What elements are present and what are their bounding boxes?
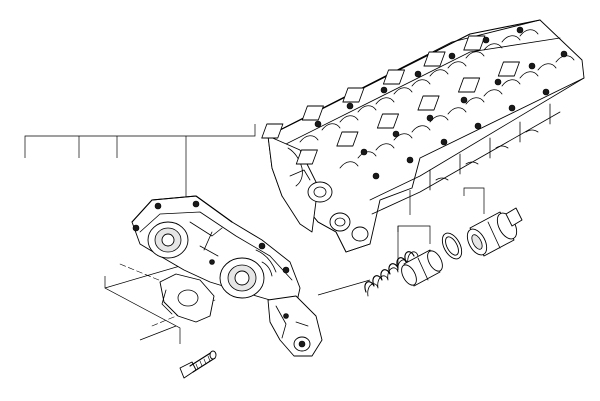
head-bore-1-inner — [313, 186, 327, 198]
vanos-top-edge — [131, 195, 233, 223]
vanos-bolt-6 — [209, 259, 215, 265]
head-top-edge — [267, 19, 541, 137]
head-bore-3 — [351, 226, 369, 242]
bolt-tip — [209, 350, 217, 360]
head-bore-1 — [307, 181, 333, 203]
callout-spring-left — [317, 279, 371, 296]
head-bore-2-inner — [334, 217, 346, 227]
cylinder-head — [261, 19, 585, 253]
callout-bolt — [104, 276, 181, 344]
bolt-shank-top — [189, 351, 213, 367]
bolt-shank-bottom — [192, 357, 216, 373]
vanos-bracket-bolt — [283, 313, 289, 319]
head-bore-2 — [329, 212, 351, 232]
spring-coils-back — [367, 251, 419, 297]
solenoid-valve — [466, 207, 523, 257]
vanos-adjustment-unit — [131, 195, 323, 357]
solenoid-face-left-inner — [471, 234, 483, 250]
vanos-rib-details — [189, 221, 223, 257]
mounting-bolt — [179, 350, 217, 379]
cylinder-head-body — [267, 19, 585, 253]
vanos-bracket-details — [275, 305, 309, 339]
camshaft-lobes — [299, 29, 575, 169]
vanos-actuator-left — [159, 273, 215, 323]
callout-solenoid — [463, 187, 485, 214]
head-end-detail — [287, 147, 303, 187]
solenoid-connector — [505, 207, 523, 227]
vanos-right-details — [255, 249, 277, 277]
vanos-bolt-5 — [282, 266, 290, 274]
bolt-head — [179, 361, 197, 379]
head-side-wall — [369, 77, 585, 215]
vanos-bolt-3 — [192, 200, 200, 208]
piston-face-left — [401, 264, 417, 286]
vanos-actuator-left-bore — [177, 289, 199, 307]
camshaft-caps-row-2 — [295, 61, 520, 165]
head-studs — [314, 26, 568, 180]
callout-piston — [397, 225, 431, 244]
piston-face-right — [427, 250, 443, 272]
camshaft-caps-row-1 — [261, 35, 486, 139]
piston — [401, 249, 443, 287]
bolt-thread — [195, 355, 211, 370]
callout-bolt-branch — [104, 265, 181, 289]
vanos-bolt-1 — [132, 224, 140, 232]
sealing-ring — [441, 232, 463, 260]
compression-spring — [364, 251, 419, 297]
vanos-bracket-bore-centre — [298, 340, 306, 348]
head-end-detail-2 — [289, 169, 311, 181]
vanos-bolt-2 — [154, 202, 162, 210]
callout-bolt-lower — [139, 325, 177, 341]
spring-coils-front — [364, 251, 415, 293]
vanos-hub-right-centre — [234, 270, 250, 286]
solenoid-band — [487, 221, 501, 249]
vanos-hub-left-centre — [161, 233, 175, 247]
callout-main-bracket — [24, 124, 256, 158]
vanos-bolt-4 — [258, 242, 266, 250]
piston-groove — [417, 257, 429, 281]
vanos-inner-edge — [139, 211, 293, 281]
vanos-actuator-left-edge — [161, 289, 173, 315]
head-deck-line — [273, 37, 561, 151]
sealing-ring-inner — [445, 236, 459, 256]
